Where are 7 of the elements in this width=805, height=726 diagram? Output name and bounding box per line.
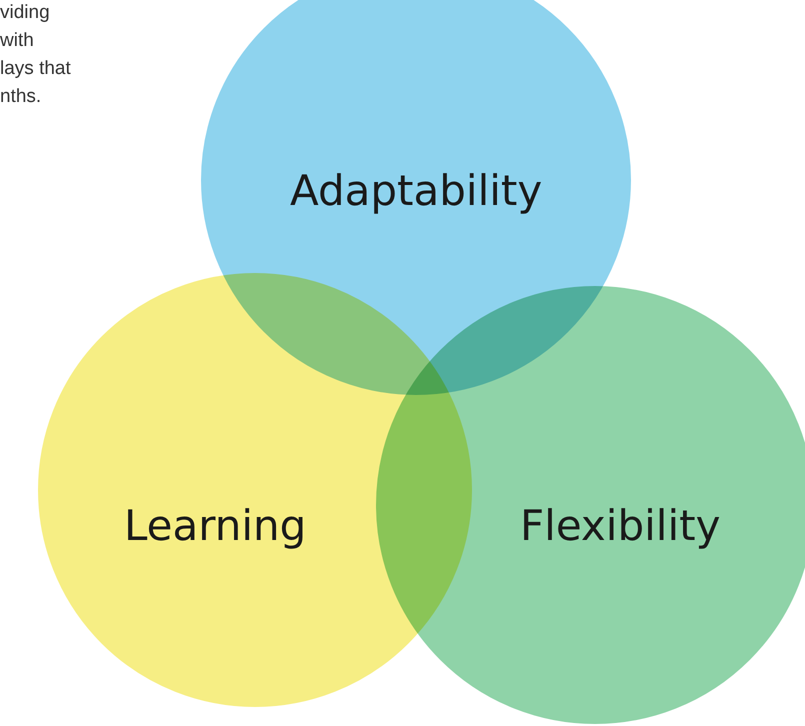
text-fragment: nths. [0,86,42,108]
text-fragment: with [0,30,34,52]
text-fragment: viding [0,2,50,24]
text-fragment: lays that [0,58,71,80]
circle-label: Adaptability [290,166,542,214]
circle-label: Flexibility [520,500,720,550]
circle-label: Learning [124,500,306,550]
